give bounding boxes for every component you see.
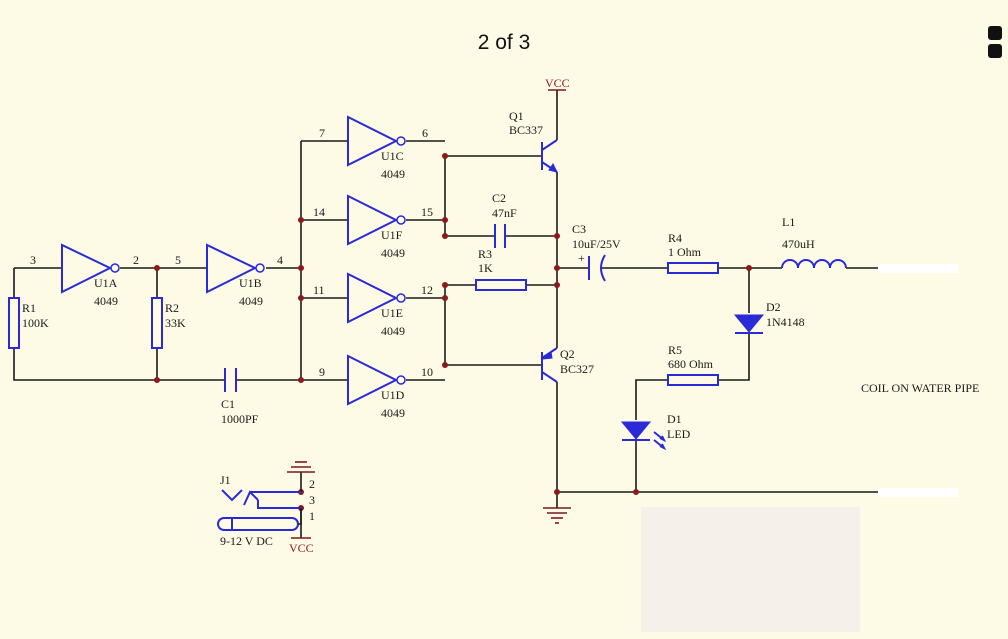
svg-text:R2: R2 (165, 301, 179, 315)
svg-text:R4: R4 (668, 231, 682, 245)
page-indicator: 2 of 3 (477, 31, 531, 54)
inductor-l1: L1 470uH (781, 215, 847, 269)
svg-text:4049: 4049 (381, 406, 405, 420)
led-d1: D1 LED (620, 412, 691, 451)
svg-text:1000PF: 1000PF (221, 412, 259, 426)
svg-text:1K: 1K (478, 261, 493, 275)
menu-icon[interactable] (988, 26, 1004, 60)
svg-text:3: 3 (309, 493, 315, 507)
transistor-q1: Q1 BC337 (509, 109, 558, 173)
svg-text:4: 4 (277, 253, 283, 267)
svg-text:C3: C3 (572, 222, 586, 236)
svg-text:R3: R3 (478, 247, 492, 261)
svg-text:C2: C2 (492, 191, 506, 205)
resistor-r4: R4 1 Ohm (667, 231, 719, 274)
resistor-r1: R1 100K (8, 297, 49, 349)
inverter-u1c: 7 6 U1C 4049 (319, 115, 428, 181)
svg-text:9-12 V DC: 9-12 V DC (220, 534, 273, 548)
svg-text:33K: 33K (165, 316, 186, 330)
svg-text:U1A: U1A (94, 276, 118, 290)
svg-text:2: 2 (309, 477, 315, 491)
svg-text:L1: L1 (782, 215, 795, 229)
svg-text:4049: 4049 (94, 294, 118, 308)
svg-text:R5: R5 (668, 343, 682, 357)
svg-text:C1: C1 (221, 397, 235, 411)
inverter-u1e: 11 12 U1E 4049 (313, 272, 433, 338)
capacitor-c2: C2 47nF (492, 191, 517, 248)
svg-text:U1F: U1F (381, 228, 403, 242)
svg-text:4049: 4049 (381, 246, 405, 260)
svg-text:6: 6 (422, 126, 428, 140)
connector-j1: J1 2 3 1 9-12 V DC VCC (217, 461, 315, 555)
inverter-u1f: 14 15 U1F 4049 (313, 194, 433, 260)
svg-text:VCC: VCC (545, 76, 570, 90)
coil-label: COIL ON WATER PIPE (861, 381, 979, 395)
svg-text:10uF/25V: 10uF/25V (572, 237, 621, 251)
svg-text:9: 9 (319, 365, 325, 379)
svg-text:Q1: Q1 (509, 109, 524, 123)
svg-text:14: 14 (313, 205, 325, 219)
svg-text:VCC: VCC (289, 541, 314, 555)
svg-text:1: 1 (309, 509, 315, 523)
svg-text:100K: 100K (22, 316, 49, 330)
svg-text:BC327: BC327 (560, 362, 594, 376)
resistor-r2: R2 33K (151, 297, 186, 349)
svg-text:U1D: U1D (381, 388, 405, 402)
svg-text:U1E: U1E (381, 306, 403, 320)
svg-text:3: 3 (30, 253, 36, 267)
wires (13, 90, 878, 508)
transistor-q2: Q2 BC327 (541, 347, 594, 383)
svg-text:680 Ohm: 680 Ohm (668, 357, 714, 371)
svg-text:47nF: 47nF (492, 206, 517, 220)
svg-text:J1: J1 (220, 473, 231, 487)
svg-text:U1B: U1B (239, 276, 262, 290)
svg-text:1N4148: 1N4148 (766, 315, 805, 329)
svg-text:7: 7 (319, 126, 325, 140)
diode-d2: D2 1N4148 (733, 300, 805, 334)
svg-text:+: + (578, 251, 585, 265)
svg-text:10: 10 (421, 365, 433, 379)
svg-text:12: 12 (421, 283, 433, 297)
svg-text:LED: LED (667, 427, 691, 441)
resistor-r3: R3 1K (475, 247, 527, 291)
capacitor-c3: + C3 10uF/25V (572, 222, 621, 282)
vcc-top: VCC (545, 76, 570, 91)
resistor-r5: R5 680 Ohm (667, 343, 719, 386)
svg-text:U1C: U1C (381, 149, 404, 163)
svg-text:4049: 4049 (239, 294, 263, 308)
svg-text:D1: D1 (667, 412, 682, 426)
blank-panel (641, 507, 860, 632)
svg-text:BC337: BC337 (509, 123, 543, 137)
svg-text:15: 15 (421, 205, 433, 219)
coil-lead-top (878, 264, 958, 273)
svg-text:5: 5 (175, 253, 181, 267)
svg-text:1 Ohm: 1 Ohm (668, 245, 702, 259)
inverter-u1d: 9 10 U1D 4049 (319, 354, 433, 420)
svg-text:Q2: Q2 (560, 347, 575, 361)
inverter-u1b: 5 4 U1B 4049 (175, 243, 283, 308)
svg-text:D2: D2 (766, 300, 781, 314)
svg-text:2: 2 (133, 253, 139, 267)
inverter-u1a: 3 2 U1A 4049 (30, 243, 139, 308)
svg-text:11: 11 (313, 283, 325, 297)
svg-text:R1: R1 (22, 301, 36, 315)
coil-lead-bottom (878, 488, 958, 497)
svg-text:470uH: 470uH (782, 237, 815, 251)
ground-main (543, 507, 571, 524)
svg-text:4049: 4049 (381, 324, 405, 338)
junctions (154, 153, 752, 511)
svg-text:4049: 4049 (381, 167, 405, 181)
capacitor-c1: C1 1000PF (221, 368, 259, 426)
